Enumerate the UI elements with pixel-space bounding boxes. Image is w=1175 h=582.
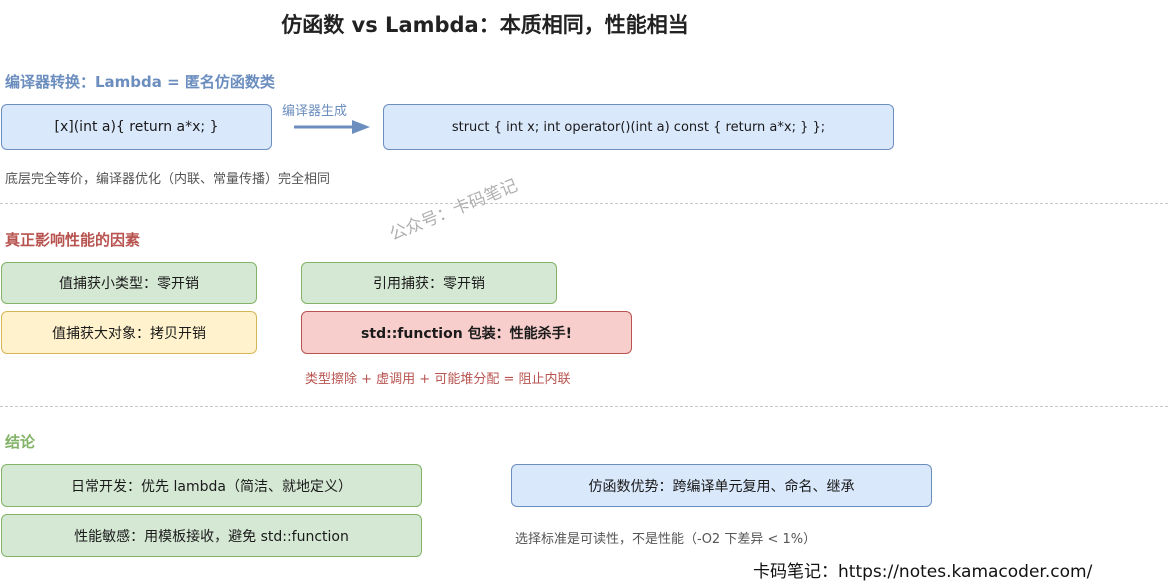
functor-advantage-box: 仿函数优势：跨编译单元复用、命名、继承 [511,464,932,507]
section-heading-compiler: 编译器转换：Lambda = 匿名仿函数类 [5,73,275,91]
equivalence-note: 底层完全等价，编译器优化（内联、常量传播）完全相同 [5,172,331,187]
arrow-label: 编译器生成 [282,104,348,119]
watermark: 公众号：卡码笔记 [386,175,521,246]
divider-1 [0,203,1168,204]
std-function-note: 类型擦除 + 虚调用 + 可能堆分配 = 阻止内联 [305,372,571,387]
small-value-capture-box: 值捕获小类型：零开销 [1,262,257,304]
diagram-title: 仿函数 vs Lambda：本质相同，性能相当 [281,13,689,37]
struct-box: struct { int x; int operator()(int a) co… [383,104,894,150]
reference-capture-box: 引用捕获：零开销 [301,262,557,304]
section-heading-factors: 真正影响性能的因素 [5,231,141,249]
lambda-box: [x](int a){ return a*x; } [1,104,272,150]
divider-2 [0,406,1168,407]
daily-dev-box: 日常开发：优先 lambda（简洁、就地定义） [1,464,422,507]
footer-link[interactable]: 卡码笔记：https://notes.kamacoder.com/ [753,562,1093,582]
std-function-box: std::function 包装：性能杀手! [301,311,632,354]
arrow-icon [294,120,370,134]
selection-note: 选择标准是可读性，不是性能（-O2 下差异 < 1%） [515,532,817,547]
large-value-capture-box: 值捕获大对象：拷贝开销 [1,311,257,354]
section-heading-conclusion: 结论 [5,433,36,451]
performance-sensitive-box: 性能敏感：用模板接收，避免 std::function [1,514,422,557]
